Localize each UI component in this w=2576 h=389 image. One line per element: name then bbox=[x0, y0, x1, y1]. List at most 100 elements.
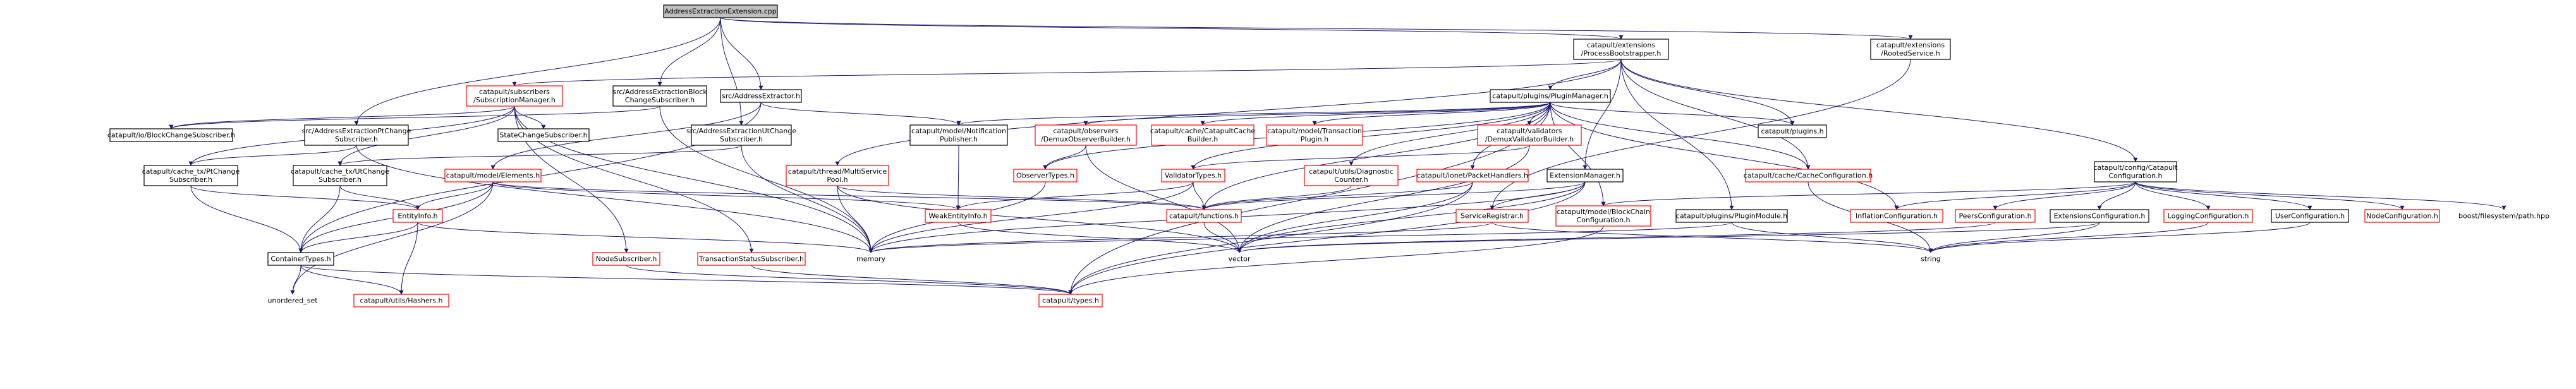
node-label: Plugin.h bbox=[1301, 135, 1328, 143]
node-serviceregistrar-h[interactable]: ServiceRegistrar.h bbox=[1455, 209, 1529, 223]
node-peersconfiguration-h[interactable]: PeersConfiguration.h bbox=[1955, 209, 2036, 223]
node-box bbox=[1455, 209, 1529, 223]
edge-catcfg-to-blockchaincfg bbox=[1601, 181, 2136, 206]
node-catapult-plugins-pluginmodule-h[interactable]: catapult/plugins/PluginModule.h bbox=[1675, 209, 1788, 223]
edge-aextractor-to-notifpub bbox=[760, 102, 961, 126]
node-label: catapult/utils/Hashers.h bbox=[360, 297, 443, 305]
edge-extman-to-types bbox=[1068, 181, 1586, 295]
node-label: catapult/config/Catapult bbox=[2093, 164, 2178, 172]
node-label: ValidatorTypes.h bbox=[1165, 172, 1222, 180]
node-catapult-ionet-packethandlers-h[interactable]: catapult/ionet/PacketHandlers.h bbox=[1416, 169, 1529, 183]
edge-threadpool-to-vector bbox=[837, 185, 1242, 253]
node-containertypes-h[interactable]: ContainerTypes.h bbox=[267, 252, 334, 266]
node-label: InflationConfiguration.h bbox=[1856, 212, 1938, 220]
node-loggingconfiguration-h[interactable]: LoggingConfiguration.h bbox=[2163, 209, 2253, 223]
node-addressextractionextension-cpp[interactable]: AddressExtractionExtension.cpp bbox=[663, 4, 778, 18]
node-boost-filesystem-path-hpp: boost/filesystem/path.hpp bbox=[2458, 212, 2549, 220]
node-catapult-cache-cacheconfiguration-h[interactable]: catapult/cache/CacheConfiguration.h bbox=[1744, 169, 1873, 183]
node-label: /ProcessBootstrapper.h bbox=[1581, 49, 1662, 57]
node-box bbox=[143, 165, 238, 186]
node-label: Subscriber.h bbox=[720, 135, 763, 143]
node-src-addressextractor-h[interactable]: src/AddressExtractor.h bbox=[720, 89, 802, 103]
edge-threadpool-to-memory bbox=[837, 185, 873, 253]
node-box bbox=[2094, 161, 2177, 183]
node-label: catapult/cache/CacheConfiguration.h bbox=[1744, 172, 1873, 180]
edge-elements-to-unordered bbox=[290, 181, 494, 295]
edge-servreg-to-memory bbox=[868, 222, 1493, 253]
node-box bbox=[1555, 205, 1651, 227]
node-catapult-extensions-processbootstrapper-h[interactable]: catapult/extensions/ProcessBootstrapper.… bbox=[1573, 39, 1669, 60]
edge-procboot-to-pluginmodule bbox=[1620, 59, 1734, 210]
node-label: memory bbox=[856, 255, 885, 263]
nodes-layer: AddressExtractionExtension.cpp catapult/e… bbox=[107, 4, 2549, 308]
edge-catcfg-to-usercfg bbox=[2135, 181, 2312, 210]
node-catapult-functions-h[interactable]: catapult/functions.h bbox=[1166, 209, 1242, 223]
node-extensionsconfiguration-h[interactable]: ExtensionsConfiguration.h bbox=[2050, 209, 2149, 223]
edge-packethandlers-to-functions bbox=[1201, 181, 1473, 210]
node-transactionstatussubscriber-h[interactable]: TransactionStatusSubscriber.h bbox=[697, 252, 806, 266]
node-userconfiguration-h[interactable]: UserConfiguration.h bbox=[2271, 209, 2349, 223]
node-catapult-types-h[interactable]: catapult/types.h bbox=[1038, 294, 1103, 308]
node-box bbox=[392, 209, 443, 223]
edge-pluginman-to-notifpub bbox=[956, 102, 1551, 126]
edge-procboot-to-threadpool bbox=[835, 59, 1622, 166]
edge-nodesub-to-types bbox=[626, 265, 1073, 295]
node-catapult-utils-hashers-h[interactable]: catapult/utils/Hashers.h bbox=[353, 294, 449, 308]
node-statechangesubscriber-h[interactable]: StateChangeSubscriber.h bbox=[497, 128, 590, 142]
node-label: catapult/types.h bbox=[1042, 297, 1099, 305]
node-label: src/AddressExtractionUtChange bbox=[686, 127, 796, 135]
node-catapult-subscribers-subscriptionmanager-h[interactable]: catapult/subscribers/SubscriptionManager… bbox=[466, 85, 563, 107]
node-box bbox=[1490, 89, 1611, 103]
edge-catcfg-to-inflation bbox=[1894, 181, 2136, 210]
node-catapult-plugins-pluginmanager-h[interactable]: catapult/plugins/PluginManager.h bbox=[1490, 89, 1611, 103]
node-nodeconfiguration-h[interactable]: NodeConfiguration.h bbox=[2364, 209, 2440, 223]
node-src-addressextractionptchangesubscriber-h[interactable]: src/AddressExtractionPtChangeSubscriber.… bbox=[302, 124, 411, 146]
node-catapult-io-blockchangesubscriber-h[interactable]: catapult/io/BlockChangeSubscriber.h bbox=[107, 128, 235, 142]
edge-elements-to-functions bbox=[492, 181, 1206, 210]
node-box bbox=[2050, 209, 2149, 223]
node-catapult-validators-demuxvalidatorbuilder-h[interactable]: catapult/validators/DemuxValidatorBuilde… bbox=[1477, 124, 1582, 146]
node-box bbox=[691, 124, 792, 146]
node-entityinfo-h[interactable]: EntityInfo.h bbox=[392, 209, 443, 223]
node-label: EntityInfo.h bbox=[398, 212, 437, 220]
node-label: vector bbox=[1229, 255, 1251, 263]
node-src-addressextractionutchangesubscriber-h[interactable]: src/AddressExtractionUtChangeSubscriber.… bbox=[686, 124, 796, 146]
node-label: catapult/observers bbox=[1053, 127, 1118, 135]
node-catapult-plugins-h[interactable]: catapult/plugins.h bbox=[1758, 124, 1827, 138]
node-observertypes-h[interactable]: ObserverTypes.h bbox=[1013, 169, 1078, 183]
node-nodesubscriber-h[interactable]: NodeSubscriber.h bbox=[592, 252, 660, 266]
edge-root-to-procboot bbox=[720, 17, 1624, 40]
edge-catcfg-to-nodecfg bbox=[2135, 181, 2405, 210]
node-weakentityinfo-h[interactable]: WeakEntityInfo.h bbox=[925, 209, 992, 223]
node-extensionmanager-h[interactable]: ExtensionManager.h bbox=[1546, 169, 1624, 183]
node-src-addressextractionblockchangesubscriber-h[interactable]: src/AddressExtractionBlockChangeSubscrib… bbox=[612, 85, 707, 107]
edge-procboot-to-subman bbox=[513, 59, 1622, 87]
node-box bbox=[267, 252, 334, 266]
edge-pluginman-to-demuxobs bbox=[1083, 102, 1551, 126]
node-label: catapult/model/Transaction bbox=[1267, 127, 1362, 135]
edge-logcfg-to-string bbox=[1928, 222, 2209, 253]
edge-entityinfo-to-containertypes bbox=[298, 222, 418, 253]
edge-aeut-to-cacheut bbox=[337, 145, 742, 166]
node-box bbox=[720, 89, 802, 103]
node-catapult-observers-demuxobserverbuilder-h[interactable]: catapult/observers/DemuxObserverBuilder.… bbox=[1035, 124, 1137, 146]
node-inflationconfiguration-h[interactable]: InflationConfiguration.h bbox=[1850, 209, 1943, 223]
node-catapult-extensions-rootedservice-h[interactable]: catapult/extensions/RootedService.h bbox=[1870, 39, 1951, 60]
node-box bbox=[1477, 124, 1582, 146]
node-validatortypes-h[interactable]: ValidatorTypes.h bbox=[1161, 169, 1225, 183]
edge-root-to-aeblock bbox=[657, 17, 721, 87]
node-box bbox=[786, 165, 889, 186]
edge-subman-to-ioblock bbox=[169, 105, 515, 129]
edge-cachept-to-entityinfo bbox=[190, 185, 420, 210]
node-catapult-model-elements-h[interactable]: catapult/model/Elements.h bbox=[444, 169, 542, 183]
